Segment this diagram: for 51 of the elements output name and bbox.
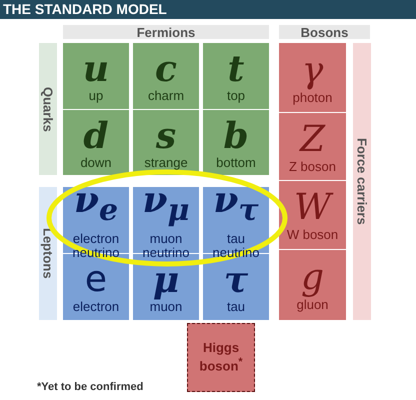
particle-name: tau [226, 300, 246, 314]
category-label: Quarks [40, 86, 56, 132]
particle-name: bottom [215, 156, 257, 170]
particle-name: photon [292, 90, 334, 104]
quark-tile [133, 43, 199, 109]
category-label: Leptons [40, 228, 56, 279]
boson-tile [279, 43, 346, 112]
particle-name: top [226, 89, 246, 103]
particle-name: W boson [286, 228, 340, 242]
category-label: Force carriers [354, 138, 370, 225]
particle-symbol: e [84, 260, 108, 300]
category-band [39, 43, 57, 175]
category-label: Fermions [136, 24, 196, 40]
particle-symbol: u [82, 49, 110, 89]
quark-tile [63, 43, 129, 109]
footnote: *Yet to be confirmed [37, 381, 144, 393]
particle-symbol: γ [302, 50, 324, 90]
title-bar: THE STANDARD MODEL [0, 0, 416, 19]
particle-symbol: ν$_{μ}$ [142, 180, 190, 231]
quark-tile [133, 110, 199, 175]
particle-symbol: τ [224, 260, 248, 300]
particle-symbol: b [223, 116, 249, 156]
particle-symbol: d [83, 116, 109, 156]
particle-name: down [79, 156, 113, 170]
boson-tile [279, 113, 346, 180]
particle-symbol: μ [152, 260, 180, 300]
category-label: Bosons [300, 24, 348, 40]
quark-tile [203, 110, 269, 175]
category-band [353, 43, 371, 320]
category-band [39, 187, 57, 320]
particle-symbol: W [294, 188, 331, 228]
particle-name: electron [72, 300, 120, 314]
particle-name: Z boson [288, 160, 337, 174]
particle-name: charm [146, 89, 186, 103]
particle-name: strange [143, 156, 189, 170]
particle-name: gluon [296, 298, 330, 312]
particle-name: muon [148, 300, 184, 314]
particle-symbol: s [156, 116, 176, 156]
particle-symbol: c [155, 49, 177, 89]
dashed-boson-tile [187, 323, 255, 392]
quark-tile [63, 110, 129, 175]
particle-symbol: ν$_{e}$ [74, 180, 118, 231]
particle-name: up [88, 89, 104, 103]
boson-tile [279, 181, 346, 249]
particle-symbol: g [300, 258, 324, 298]
particle-symbol: t [228, 49, 244, 89]
particle-name: Higgs boson$^{*}$ [198, 341, 244, 374]
quark-tile [203, 43, 269, 109]
boson-tile [279, 250, 346, 320]
particle-symbol: Z [300, 120, 325, 160]
particle-symbol: ν$_{τ}$ [213, 180, 259, 231]
